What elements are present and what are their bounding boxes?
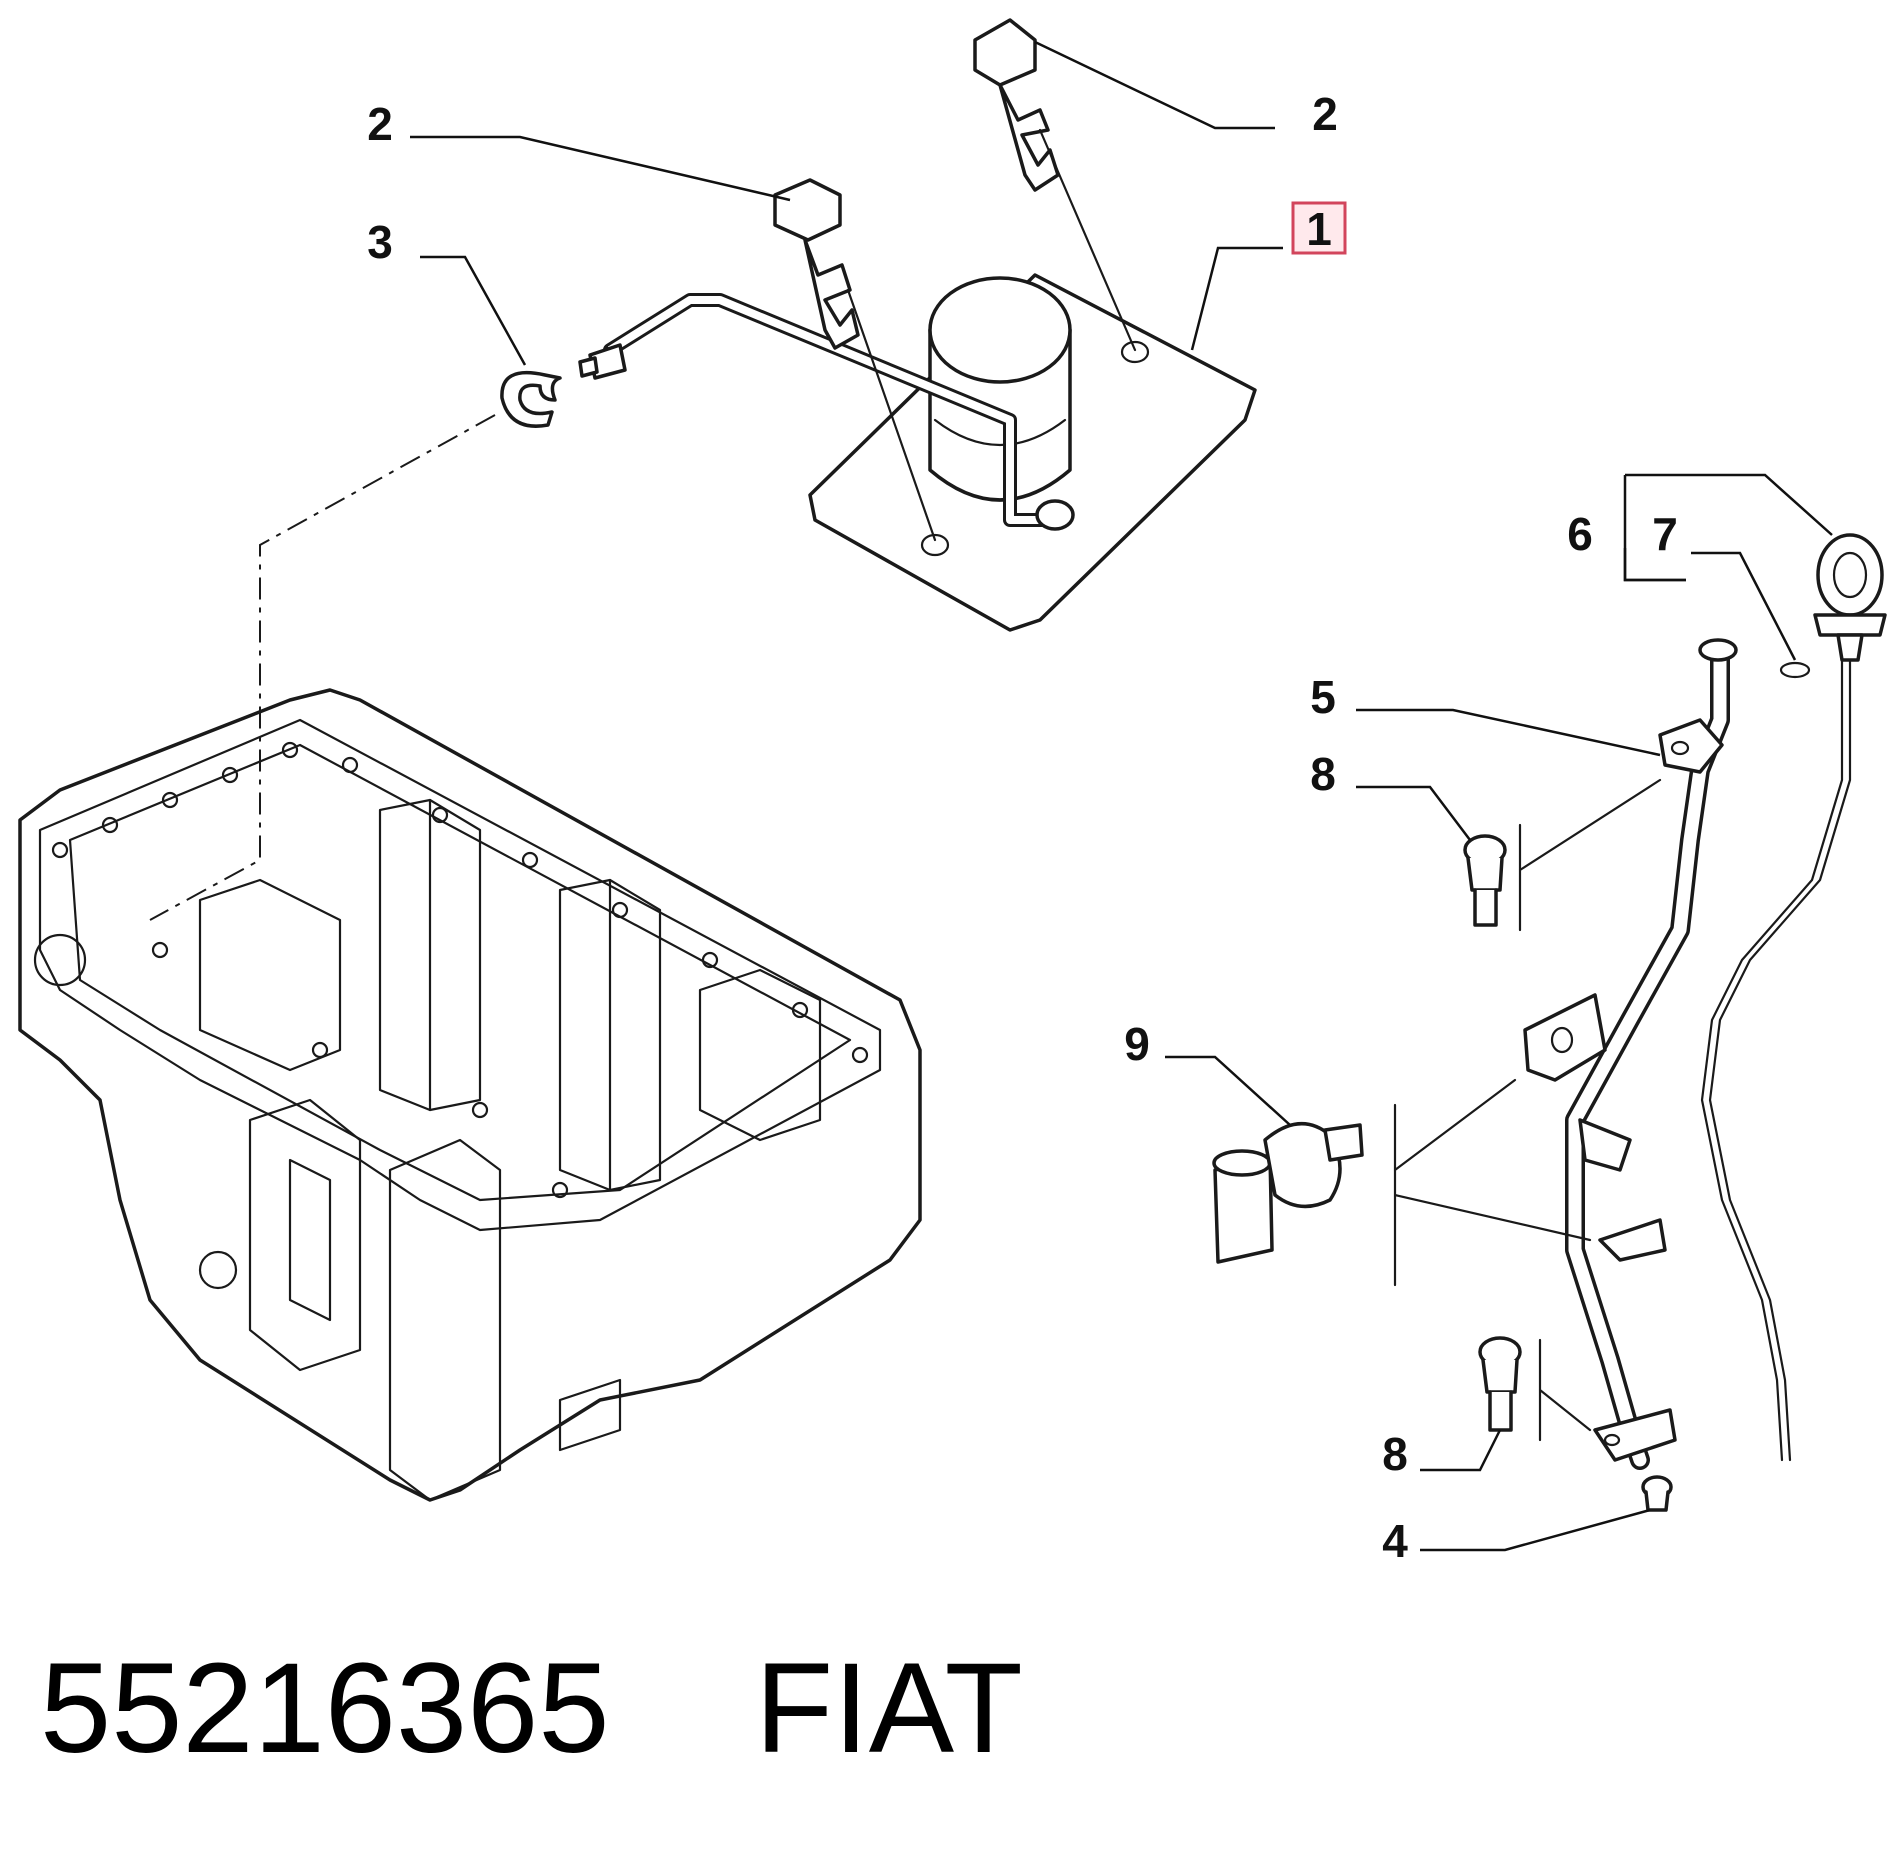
callout-4[interactable]: 4 bbox=[1382, 1515, 1408, 1567]
dipstick-tube bbox=[1523, 638, 1738, 1470]
screw-lower bbox=[1478, 1336, 1522, 1432]
callout-2-left[interactable]: 2 bbox=[367, 98, 393, 150]
oil-pan bbox=[18, 688, 922, 1502]
brand-name: FIAT bbox=[755, 1637, 1023, 1780]
callout-6[interactable]: 6 bbox=[1567, 508, 1593, 560]
dipstick bbox=[1700, 533, 1887, 1462]
drain-plug bbox=[1641, 1475, 1673, 1512]
callout-5[interactable]: 5 bbox=[1310, 671, 1336, 723]
hex-bolt-left bbox=[773, 178, 860, 350]
screw-upper bbox=[1463, 834, 1507, 927]
o-ring bbox=[1779, 661, 1811, 679]
callout-8-lower[interactable]: 8 bbox=[1382, 1428, 1408, 1480]
hex-bolt-upper bbox=[973, 18, 1060, 192]
callout-1[interactable]: 1 bbox=[1306, 203, 1332, 255]
callout-1-highlight bbox=[1291, 201, 1347, 255]
dipstick-bracket-seal bbox=[1212, 1121, 1364, 1264]
callout-8-upper[interactable]: 8 bbox=[1310, 748, 1336, 800]
part-number: 55216365 bbox=[40, 1637, 610, 1780]
circlip bbox=[500, 370, 562, 428]
callout-2-right[interactable]: 2 bbox=[1312, 88, 1338, 140]
callout-9[interactable]: 9 bbox=[1124, 1018, 1150, 1070]
callout-7[interactable]: 7 bbox=[1652, 508, 1678, 560]
callout-3[interactable]: 3 bbox=[367, 216, 393, 268]
clip-alignment-line bbox=[149, 414, 496, 921]
leader-lines bbox=[410, 40, 1833, 1552]
oil-pickup-strainer bbox=[578, 273, 1257, 632]
